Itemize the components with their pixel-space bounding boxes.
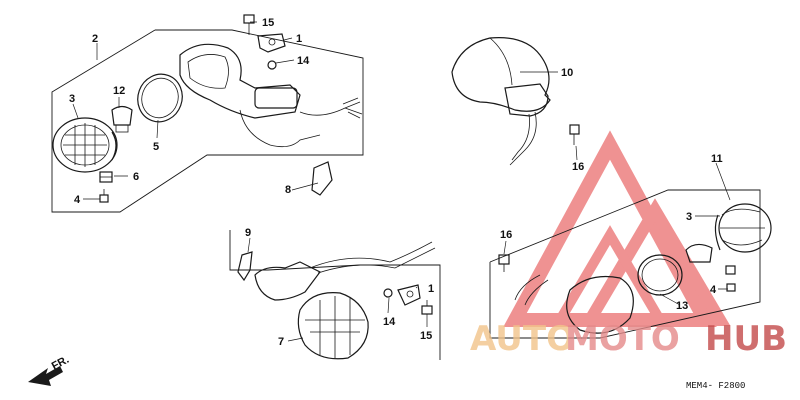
callout-16: 16: [572, 161, 584, 173]
washer-lower: [383, 288, 393, 298]
screw-lower-right: [498, 254, 510, 272]
callout-4b: 4: [710, 284, 717, 296]
watermark-text: AUTO MOTO HUB: [470, 319, 787, 359]
watermark-auto: AUTO: [470, 319, 575, 359]
watermark-hub: HUB: [705, 319, 787, 359]
callout-1: 1: [296, 33, 302, 45]
upper-left-frame: [51, 29, 364, 213]
callout-10: 10: [561, 67, 573, 79]
lower-center-frame: [229, 230, 441, 360]
leader-lines: [72, 21, 731, 342]
bulb-lower-right: [685, 243, 713, 263]
bulb-upper-left: [111, 105, 133, 133]
callout-1b: 1: [428, 283, 434, 295]
ring-lower-right: [637, 254, 683, 296]
callout-14: 14: [297, 55, 310, 67]
lens-upper-left: [52, 117, 118, 173]
watermark-moto: MOTO: [565, 319, 680, 359]
lower-right-frame: [489, 189, 761, 339]
clamp-lower: [397, 284, 421, 306]
callout-6: 6: [133, 171, 139, 183]
nut-lower-right: [725, 265, 736, 292]
callout-9: 9: [245, 227, 251, 239]
callout-2: 2: [92, 33, 98, 45]
callout-4: 4: [74, 194, 81, 206]
housing-upper-left: [179, 43, 363, 148]
callout-5: 5: [153, 141, 159, 153]
callout-14b: 14: [383, 316, 396, 328]
watermark-logo: [503, 130, 731, 327]
callout-3: 3: [69, 93, 75, 105]
socket-nut-upper-left: [99, 171, 113, 183]
callout-15b: 15: [420, 330, 432, 342]
clamp-top: [257, 33, 286, 53]
turn-signal-upper-right: [451, 37, 551, 166]
ring-upper-left: [137, 73, 183, 123]
callout-11: 11: [711, 153, 723, 165]
bracket-lower: [237, 251, 253, 282]
footer-code: MEM4- F2800: [686, 381, 745, 391]
callout-12: 12: [113, 85, 125, 97]
bolt-top: [243, 14, 255, 35]
callout-13: 13: [676, 300, 688, 312]
callout-7: 7: [278, 336, 284, 348]
callout-15: 15: [262, 17, 274, 29]
callout-3b: 3: [686, 211, 692, 223]
housing-lower-right: [514, 274, 634, 334]
screw-upper-left: [99, 189, 109, 203]
callouts: 2 3 12 5 6 4 15 1 14 8 10 16 11 3 16 13 …: [69, 17, 723, 348]
callout-8: 8: [285, 184, 291, 196]
bracket-upper-left: [311, 161, 333, 196]
washer-top: [267, 60, 277, 70]
direction-label: FR.: [50, 354, 71, 373]
screw-upper-right: [569, 124, 580, 145]
callout-16b: 16: [500, 229, 512, 241]
front-direction-arrow: FR.: [28, 354, 71, 386]
lens-lower-right: [714, 203, 772, 253]
bolt-lower: [421, 300, 433, 315]
turn-signal-lower: [254, 241, 436, 360]
